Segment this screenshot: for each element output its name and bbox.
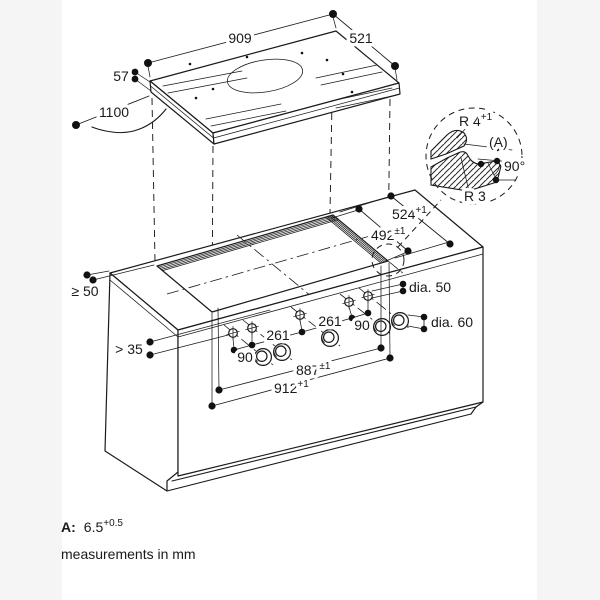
control-knob bbox=[373, 318, 392, 337]
cutout-center-lines bbox=[166, 233, 378, 302]
knob-hole-marker bbox=[342, 295, 356, 309]
cooktop-drawing bbox=[91, 30, 401, 145]
control-knobs bbox=[254, 312, 410, 367]
dim-hole-spacing-left: 90 bbox=[237, 349, 253, 365]
dim-recess-depth: 492±1 bbox=[371, 226, 406, 243]
panel-width-dims: 887±1 912+1 bbox=[208, 262, 394, 410]
dim-cutout-width: 912+1 bbox=[274, 379, 309, 396]
knob-holes bbox=[226, 289, 375, 340]
dim-group-spacing-left: 261 bbox=[266, 327, 290, 343]
control-knob bbox=[254, 348, 273, 367]
dim-knob-diameter: dia. 60 bbox=[431, 314, 473, 330]
cutout-dimensions: 524+1 492±1 ≥ 50 > 35 bbox=[71, 192, 454, 359]
knob-hole-marker bbox=[361, 289, 375, 303]
detail-marker-circle bbox=[371, 243, 405, 277]
power-cable bbox=[91, 108, 167, 134]
control-panel: 90 261 261 90 dia. 50 dia. 60 bbox=[208, 262, 473, 410]
dim-cooktop-depth: 521 bbox=[349, 30, 373, 46]
knob-hole-marker bbox=[293, 308, 307, 322]
footnote-a: A:6.5+0.5 bbox=[61, 518, 123, 535]
dim-hole-spacing-right: 90 bbox=[354, 317, 370, 333]
footnotes: A:6.5+0.5 measurements in mm bbox=[61, 518, 196, 562]
detail-top-radius: R 4+1 bbox=[459, 112, 493, 129]
detail-inner-radius: R 3 bbox=[464, 188, 486, 204]
detail-view-circle bbox=[425, 107, 523, 205]
knob-hole-marker bbox=[226, 326, 240, 340]
detail-view: R 4+1 (A) 90° R 3 bbox=[425, 107, 529, 208]
knob-hole-marker bbox=[245, 321, 259, 335]
touch-control-dots bbox=[188, 51, 354, 100]
dim-hole-diameter: dia. 50 bbox=[409, 279, 451, 295]
detail-reference bbox=[370, 199, 442, 277]
dim-cable-length: 1100 bbox=[99, 104, 129, 120]
cooktop-dimensions: 909 521 57 1100 bbox=[72, 10, 399, 129]
control-knob bbox=[391, 312, 410, 331]
detail-angle: 90° bbox=[504, 158, 525, 174]
detail-step-ref: (A) bbox=[489, 134, 508, 150]
control-knob bbox=[321, 329, 340, 348]
dim-rear-clearance: ≥ 50 bbox=[71, 283, 98, 299]
toe-kick bbox=[166, 401, 484, 492]
dim-cutout-depth: 524+1 bbox=[392, 205, 427, 222]
dim-cooktop-height: 57 bbox=[113, 68, 129, 84]
units-note: measurements in mm bbox=[61, 546, 196, 562]
cutout-step-edges bbox=[158, 215, 387, 271]
cooking-zone-marks bbox=[162, 64, 398, 127]
knob-diameter-dim: dia. 60 bbox=[407, 313, 473, 333]
dim-recess-width: 887±1 bbox=[296, 361, 331, 378]
dim-front-clearance: > 35 bbox=[115, 341, 143, 357]
angle-arc bbox=[493, 160, 500, 176]
control-knob bbox=[273, 343, 292, 362]
worktop-cutout bbox=[156, 214, 389, 313]
hole-diameter-dim: dia. 50 bbox=[371, 279, 451, 299]
dim-cooktop-width: 909 bbox=[228, 30, 252, 46]
dim-group-spacing-right: 261 bbox=[318, 313, 342, 329]
